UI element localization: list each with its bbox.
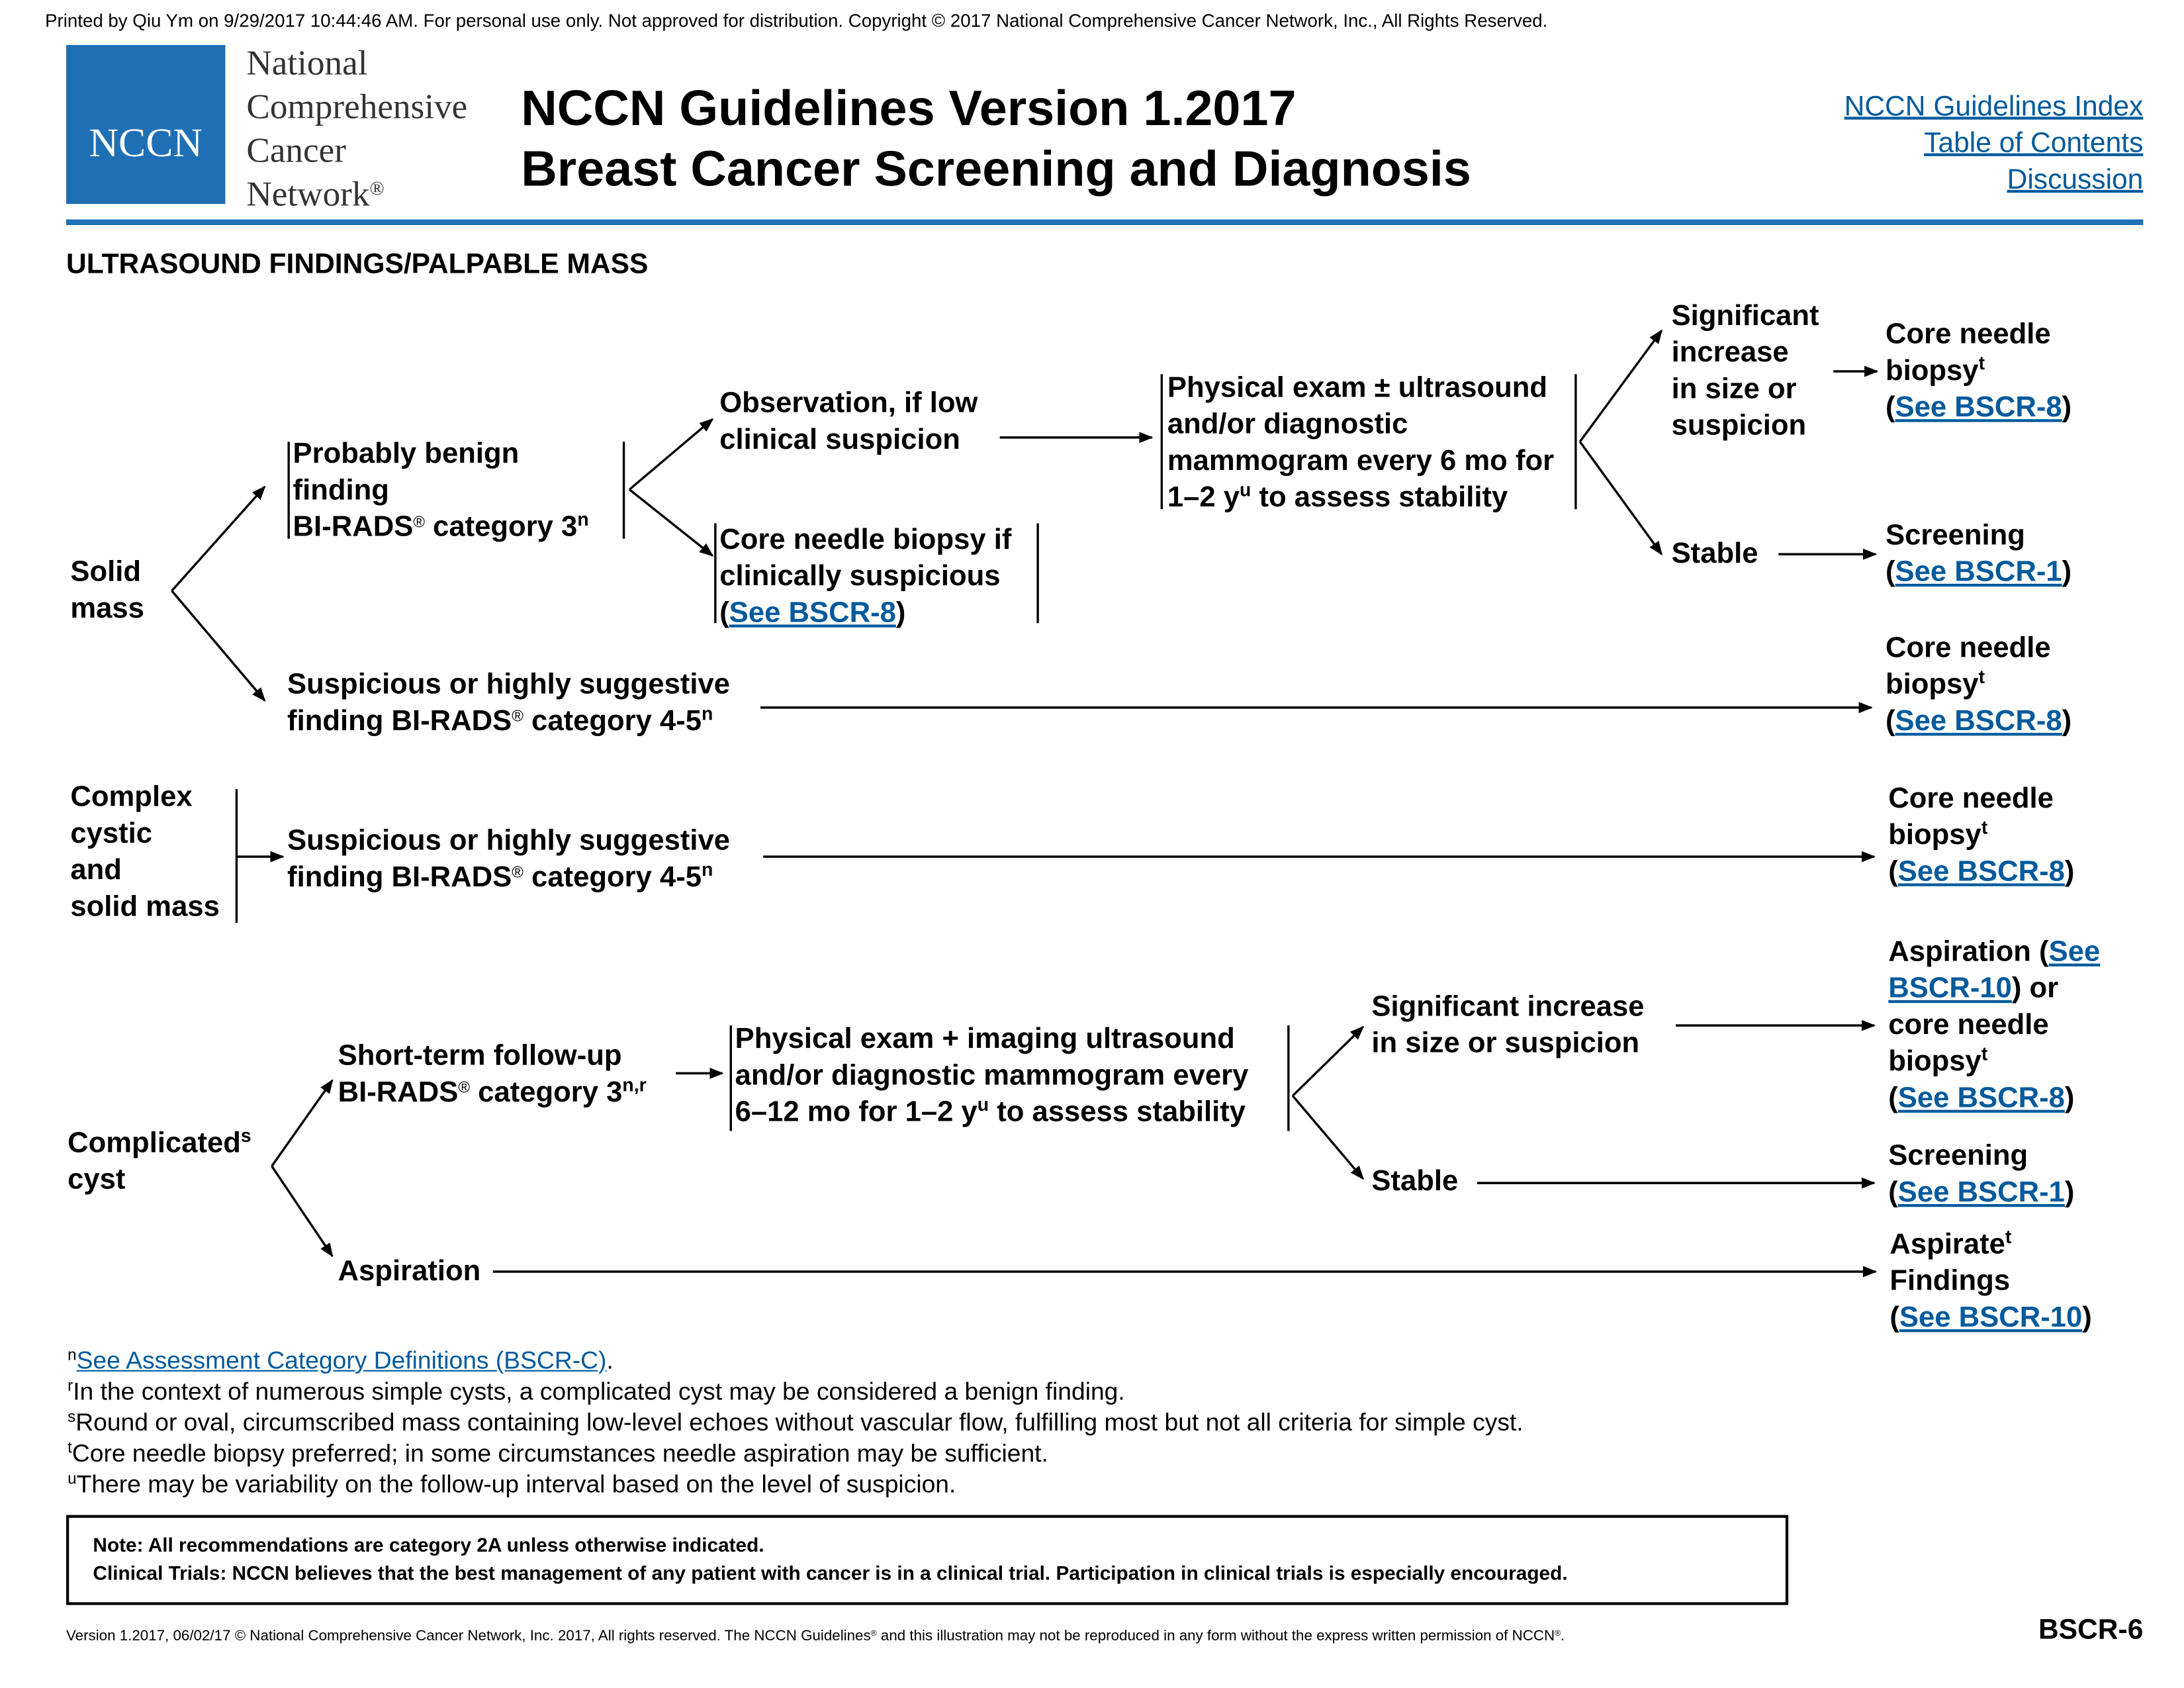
node-core-needle-biopsy: Core needle biopsyt (See BSCR-8) xyxy=(1888,782,2075,888)
footnote-u: uThere may be variability on the follow-… xyxy=(68,1470,956,1499)
footnote-r: rIn the context of numerous simple cysts… xyxy=(68,1377,1125,1405)
node-suspicious-complex: Suspicious or highly suggestive finding … xyxy=(287,824,731,894)
organization-name: National Comprehensive Cancer Network® xyxy=(246,42,467,217)
see-bscr-10-link[interactable]: See BSCR-10 xyxy=(1899,1301,2083,1334)
node-screening: Screening (See BSCR-1) xyxy=(1885,519,2072,588)
arrow-cyst-to-aspiration xyxy=(271,1165,334,1258)
nccn-logo: NCCN xyxy=(66,45,226,205)
see-bscr-8-link[interactable]: See BSCR-8 xyxy=(1897,1082,2065,1114)
see-bscr-8-link[interactable]: See BSCR-8 xyxy=(729,596,896,629)
node-probably-benign: Probably benign finding BI-RADS® categor… xyxy=(293,437,589,543)
title-line-2: Breast Cancer Screening and Diagnosis xyxy=(521,140,1471,197)
registered-mark: ® xyxy=(369,177,385,199)
footnote-t: tCore needle biopsy preferred; in some c… xyxy=(68,1438,1048,1468)
footnotes: nSee Assessment Category Definitions (BS… xyxy=(68,1345,1524,1500)
see-bscr-8-link[interactable]: See BSCR-8 xyxy=(1897,855,2065,888)
org-line: Network® xyxy=(246,175,385,214)
see-bscr-8-link[interactable]: See BSCR-8 xyxy=(1895,391,2062,424)
node-core-needle-biopsy: Core needle biopsyt (See BSCR-8) xyxy=(1885,632,2072,737)
see-bscr-10-link[interactable]: See xyxy=(2048,935,2101,968)
nav-links: NCCN Guidelines Index Table of Contents … xyxy=(1844,89,2144,199)
arrow-exam-to-increase xyxy=(1578,329,1663,443)
version-line: Version 1.2017, 06/02/17 © National Comp… xyxy=(66,1627,1565,1645)
discussion-link[interactable]: Discussion xyxy=(2007,164,2144,196)
arrow-benign-to-core xyxy=(629,489,714,557)
node-aspirate-findings: Aspiratet Findings (See BSCR-10) xyxy=(1889,1226,2092,1334)
node-core-needle-biopsy: Core needle biopsyt (See BSCR-8) xyxy=(1885,318,2072,424)
see-bscr-10-link[interactable]: BSCR-10 xyxy=(1888,972,2012,1005)
page-id: BSCR-6 xyxy=(2038,1615,2144,1646)
node-physical-exam-6-12mo: Physical exam + imaging ultrasound and/o… xyxy=(735,1022,1249,1129)
title-line-1: NCCN Guidelines Version 1.2017 xyxy=(521,80,1297,137)
node-significant-increase: Significant increase in size or suspicio… xyxy=(1371,990,1645,1060)
page-title: NCCN Guidelines Version 1.2017 Breast Ca… xyxy=(521,79,1471,200)
node-suspicious-solid: Suspicious or highly suggestive finding … xyxy=(287,668,731,737)
note-box: Note: All recommendations are category 2… xyxy=(66,1515,1789,1605)
clinical-trials-line: Clinical Trials: NCCN believes that the … xyxy=(93,1561,1568,1584)
node-observation: Observation, if low clinical suspicion xyxy=(719,387,978,456)
logo-text: NCCN xyxy=(89,120,203,166)
node-aspiration-or-core: Aspiration (See BSCR-10) or core needle … xyxy=(1888,935,2101,1114)
node-core-if-suspicious: Core needle biopsy if clinically suspici… xyxy=(719,523,1012,629)
node-stable: Stable xyxy=(1371,1164,1459,1197)
footnote-s: sRound or oval, circumscribed mass conta… xyxy=(68,1408,1524,1436)
arrow-exam-to-stable xyxy=(1578,441,1663,555)
see-bscr-1-link[interactable]: See BSCR-1 xyxy=(1897,1176,2065,1209)
node-solid-mass: Solid mass xyxy=(70,555,144,625)
org-line: Cancer xyxy=(246,132,346,171)
assessment-category-link[interactable]: See Assessment Category Definitions (BSC… xyxy=(76,1346,607,1375)
section-title: ULTRASOUND FINDINGS/PALPABLE MASS xyxy=(66,249,649,280)
arrow-solid-to-suspicious xyxy=(171,590,266,702)
guidelines-index-link[interactable]: NCCN Guidelines Index xyxy=(1844,91,2144,122)
table-of-contents-link[interactable]: Table of Contents xyxy=(1924,128,2144,160)
footnote-n: nSee Assessment Category Definitions (BS… xyxy=(68,1346,614,1375)
arrow-cyst-to-short-term xyxy=(271,1079,334,1167)
node-aspiration: Aspiration xyxy=(338,1254,481,1288)
header-divider xyxy=(66,219,2144,225)
node-physical-exam-6mo: Physical exam ± ultrasound and/or diagno… xyxy=(1167,371,1555,514)
arrow-solid-to-benign xyxy=(171,485,266,592)
note-line: Note: All recommendations are category 2… xyxy=(93,1533,764,1556)
node-complicated-cyst: Complicateds cyst xyxy=(68,1125,251,1196)
node-stable: Stable xyxy=(1671,537,1758,570)
arrow-exam2-to-stable xyxy=(1291,1095,1364,1180)
see-bscr-1-link[interactable]: See BSCR-1 xyxy=(1895,555,2062,588)
node-complex-cystic: Complex cystic and solid mass xyxy=(70,780,220,923)
node-short-term-follow-up: Short-term follow-up BI-RADS® category 3… xyxy=(338,1039,647,1109)
printed-notice: Printed by Qiu Ym on 9/29/2017 10:44:46 … xyxy=(45,9,1548,31)
arrow-benign-to-observation xyxy=(628,418,714,491)
arrow-exam2-to-increase xyxy=(1292,1025,1365,1097)
node-screening: Screening (See BSCR-1) xyxy=(1888,1139,2075,1209)
org-line: National xyxy=(246,45,368,83)
org-line: Comprehensive xyxy=(246,88,468,127)
node-significant-increase: Significant increase in size or suspicio… xyxy=(1671,299,1819,442)
see-bscr-8-link[interactable]: See BSCR-8 xyxy=(1895,704,2062,737)
